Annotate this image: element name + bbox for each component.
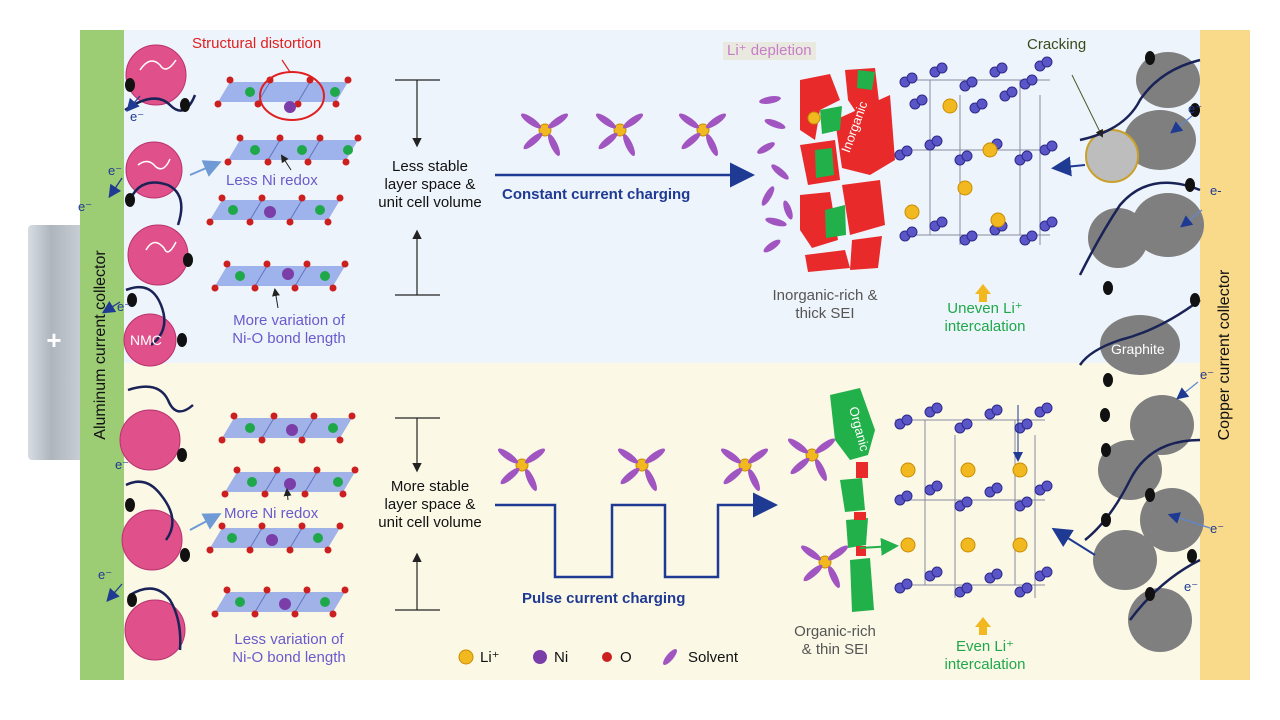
- layer-stack-bottom: [206, 412, 359, 618]
- layer-stack-top: [206, 71, 362, 292]
- nmc-label: NMC: [130, 332, 162, 348]
- even-intercalation-label: Even Li⁺ intercalation: [944, 638, 1026, 673]
- top-ni-redox-label: Less Ni redox: [226, 172, 318, 189]
- electron-label: e⁻: [108, 163, 123, 178]
- stability-brackets-bottom: [395, 417, 440, 611]
- carbon-black-right: [1100, 51, 1200, 601]
- electron-label: e-: [1210, 183, 1222, 198]
- sei-organic-thin: [830, 388, 899, 612]
- nmc-particles-top: [123, 44, 189, 367]
- graphite-atoms-bottom: [894, 402, 1053, 598]
- even-arrow-icon: [975, 617, 991, 635]
- positive-terminal: [28, 225, 80, 460]
- binder-network-right: [1078, 58, 1201, 621]
- stability-brackets-top: [395, 79, 440, 296]
- electron-label: e⁻: [98, 567, 113, 582]
- copper-current-collector: [1200, 30, 1250, 680]
- legend-ni-label: Ni: [554, 649, 569, 666]
- bottom-bond-variation-label: Less variation of Ni-O bond length: [232, 631, 346, 666]
- nmc-particles-bottom: [119, 409, 186, 661]
- plus-sign: +: [46, 325, 62, 355]
- legend-o-label: O: [620, 649, 632, 666]
- sei-inorganic-thick: [800, 68, 895, 272]
- solvated-li-ions-top: [518, 110, 729, 158]
- top-bond-variation-label: More variation of Ni-O bond length: [232, 312, 346, 347]
- legend-li-label: Li⁺: [480, 649, 500, 666]
- electron-label: e⁻: [115, 457, 130, 472]
- aluminum-current-collector: [80, 30, 124, 680]
- bottom-stability-label: More stable layer space & unit cell volu…: [378, 478, 482, 531]
- graphite-particles-top: [1085, 52, 1204, 375]
- electron-label: e⁻: [1210, 521, 1225, 536]
- electron-label: e⁻: [117, 299, 132, 314]
- graphite-atoms-top: [894, 56, 1058, 246]
- pulse-current-label: Pulse current charging: [522, 590, 686, 607]
- electron-label: e⁻: [130, 109, 145, 124]
- constant-current-label: Constant current charging: [502, 186, 691, 203]
- top-stability-label: Less stable layer space & unit cell volu…: [378, 158, 482, 211]
- solvated-li-ions-bottom: [495, 435, 851, 590]
- solvent-molecules-top: [757, 96, 793, 253]
- electron-label: e⁻: [1184, 579, 1199, 594]
- cracking-label: Cracking: [1027, 36, 1087, 53]
- pulse-current-waveform: [495, 492, 778, 579]
- electron-label: e⁻: [1200, 367, 1215, 382]
- uneven-intercalation-label: Uneven Li⁺ intercalation: [944, 300, 1026, 335]
- li-depletion-label: Li⁺ depletion: [723, 42, 816, 60]
- legend-icons: [458, 649, 677, 665]
- electron-label: e⁻: [78, 199, 93, 214]
- organic-sei-label: Organic-rich & thin SEI: [794, 623, 876, 658]
- graphite-particles-bottom: [1093, 395, 1204, 652]
- structural-distortion-label: Structural distortion: [192, 35, 322, 52]
- graphite-label: Graphite: [1111, 341, 1165, 357]
- bottom-ni-redox-label: More Ni redox: [224, 505, 319, 522]
- uneven-arrow-icon: [975, 284, 991, 302]
- legend-solvent-label: Solvent: [688, 649, 739, 666]
- inorganic-sei-label: Inorganic-rich & thick SEI: [772, 287, 878, 322]
- carbon-black-left: [125, 78, 193, 607]
- electron-label: e⁻: [1188, 101, 1203, 116]
